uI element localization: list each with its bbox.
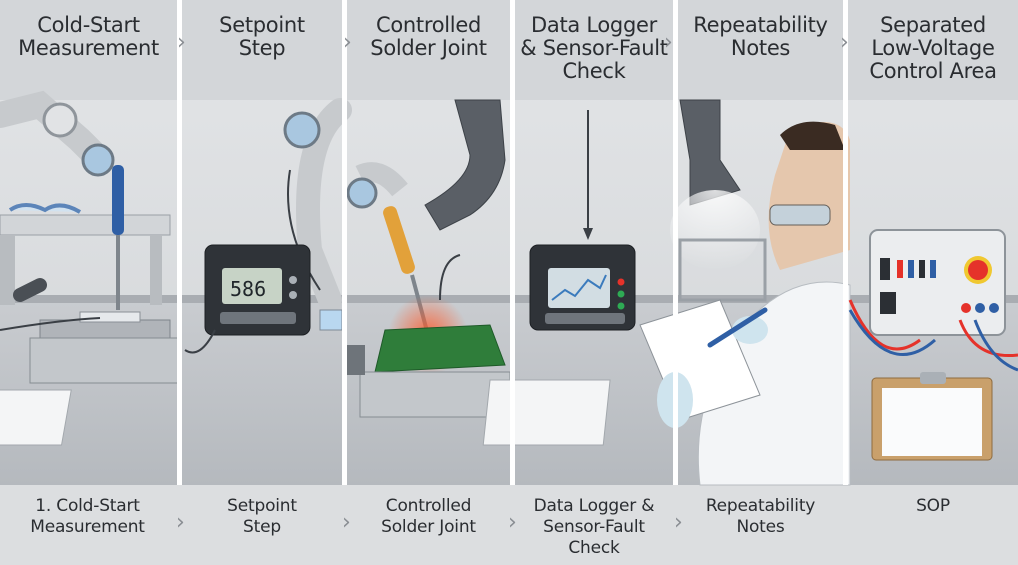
bottom-arrow-3-icon: › <box>508 510 517 535</box>
panel-6-caption: SOP <box>916 496 950 516</box>
panel-2-caption: Setpoint Step <box>227 496 297 537</box>
top-arrow-3-icon: › <box>664 30 673 55</box>
panel-3-title: Controlled Solder Joint <box>370 13 487 60</box>
panel-6-title: Separated Low-Voltage Control Area <box>869 13 997 83</box>
panel-4-caption: Data Logger & Sensor-Fault Check <box>533 496 655 558</box>
top-arrow-4-icon: › <box>840 30 849 55</box>
panel-dividers <box>177 0 848 485</box>
panel-2-art: 586 <box>184 98 352 354</box>
top-arrow-1-icon: › <box>177 30 186 55</box>
panel-5-caption: Repeatability Notes <box>705 496 816 537</box>
bottom-arrow-4-icon: › <box>674 510 683 535</box>
panel-4-title: Data Logger & Sensor-Fault Check <box>520 13 668 83</box>
panel-1-art <box>0 90 181 446</box>
panel-1-title: Cold-Start Measurement <box>18 13 159 60</box>
top-arrow-2-icon: › <box>343 30 352 55</box>
panel-5-art <box>639 99 851 486</box>
meter-readout: 586 <box>230 277 266 301</box>
bottom-arrow-1-icon: › <box>176 510 185 535</box>
panel-6-art <box>848 229 1018 461</box>
bottom-arrow-2-icon: › <box>342 510 351 535</box>
panel-1-caption: 1. Cold-Start Measurement <box>30 496 145 537</box>
panel-3-caption: Controlled Solder Joint <box>381 496 476 537</box>
panel-5-title: Repeatability Notes <box>693 13 828 60</box>
panel-3-art <box>345 99 511 418</box>
panel-2-title: Setpoint Step <box>219 13 305 60</box>
